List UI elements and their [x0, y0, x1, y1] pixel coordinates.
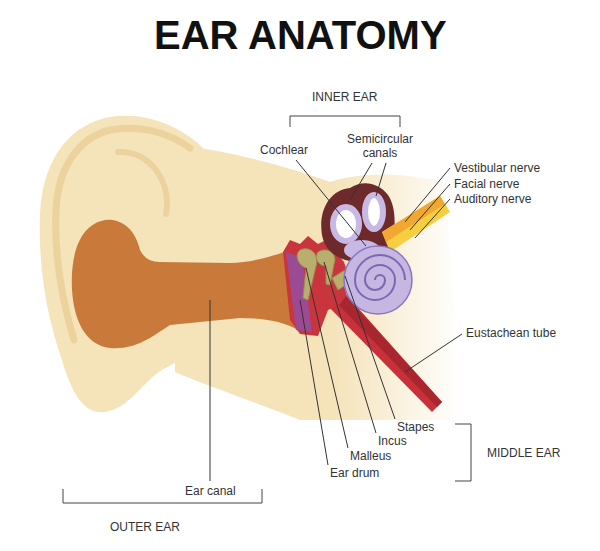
- semicircular-canal: [365, 195, 383, 229]
- part-label: OUTER EAR: [110, 520, 180, 534]
- nerve-bundle: [382, 196, 450, 252]
- part-label: Malleus: [350, 449, 391, 463]
- leader-line: [306, 268, 348, 448]
- leader-line: [350, 163, 372, 200]
- part-label: Auditory nerve: [454, 192, 531, 206]
- part-label: Vestibular nerve: [454, 161, 540, 175]
- part-label: Facial nerve: [454, 177, 519, 191]
- cochlea-spiral: [355, 255, 405, 300]
- part-label: INNER EAR: [312, 90, 377, 104]
- leader-line: [296, 160, 366, 246]
- part-label: Eustachean tube: [466, 326, 556, 340]
- leader-line: [405, 334, 462, 372]
- semicircular-canal: [333, 207, 359, 241]
- nerve-bundle: [382, 196, 445, 242]
- leader-line: [324, 262, 376, 433]
- leader-line: [410, 184, 450, 230]
- part-label: Cochlear: [260, 143, 308, 157]
- ear-canal-shape: [72, 220, 300, 348]
- leader-line: [405, 168, 450, 222]
- part-label: Ear drum: [330, 466, 379, 480]
- part-label: MIDDLE EAR: [487, 446, 560, 460]
- part-label: Stapes: [397, 420, 434, 434]
- part-label: Ear canal: [185, 484, 236, 498]
- leader-line: [210, 300, 211, 481]
- part-label: Semicircular canals: [340, 132, 420, 160]
- group-bracket: [290, 116, 400, 127]
- part-label: Incus: [378, 434, 407, 448]
- antihelix: [118, 152, 167, 214]
- group-bracket: [455, 424, 471, 481]
- leader-line: [345, 276, 395, 419]
- diagram-title: EAR ANATOMY: [154, 12, 447, 58]
- leader-line: [376, 163, 386, 196]
- leader-line: [300, 300, 328, 465]
- leader-line: [415, 199, 450, 238]
